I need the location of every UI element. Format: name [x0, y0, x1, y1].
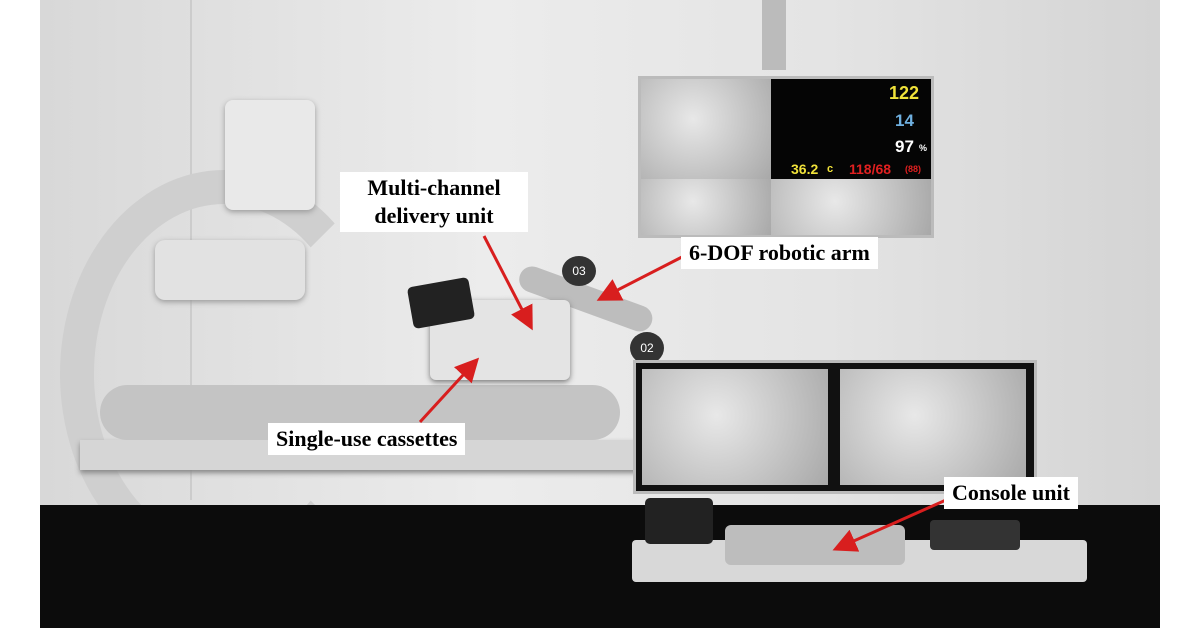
- label-delivery-unit: Multi-channel delivery unit: [340, 172, 528, 232]
- heart-rate: 122: [889, 83, 920, 103]
- x-ray-detector: [225, 100, 315, 210]
- console-angiogram-right: [840, 369, 1026, 485]
- joint-03: 03: [562, 256, 596, 286]
- label-console: Console unit: [944, 477, 1078, 509]
- arrow-robotic-arm: [596, 255, 683, 301]
- x-ray-tube: [155, 240, 305, 300]
- resp-rate: 14: [895, 111, 914, 130]
- ceiling-mount: [762, 0, 786, 70]
- console-tablet: [645, 498, 713, 544]
- angiogram-bottom-right: [771, 179, 931, 235]
- control-panel: [930, 520, 1020, 550]
- temperature-unit: c: [827, 163, 834, 175]
- scene: 03 02 122 14 97 % 36.2 c 118/68 (88): [40, 0, 1160, 628]
- label-cassettes: Single-use cassettes: [268, 423, 466, 455]
- console-monitor: [633, 360, 1037, 494]
- mean-pressure: (88): [905, 164, 922, 174]
- arrow-cassettes: [418, 357, 480, 424]
- spo2-unit: %: [919, 143, 928, 153]
- joint-02: 02: [630, 332, 664, 364]
- angiogram-top-left: [641, 79, 771, 179]
- spo2: 97: [895, 137, 914, 156]
- console-angiogram-left: [642, 369, 828, 485]
- blood-pressure: 118/68: [849, 161, 892, 177]
- arrow-console: [832, 498, 947, 552]
- temperature: 36.2: [791, 161, 819, 177]
- label-robotic-arm: 6-DOF robotic arm: [681, 237, 878, 269]
- angiogram-bottom-left: [641, 179, 771, 235]
- vitals-panel: 122 14 97 % 36.2 c 118/68 (88): [771, 79, 931, 179]
- arrow-delivery-unit: [482, 235, 533, 331]
- overhead-monitor: 122 14 97 % 36.2 c 118/68 (88): [638, 76, 934, 238]
